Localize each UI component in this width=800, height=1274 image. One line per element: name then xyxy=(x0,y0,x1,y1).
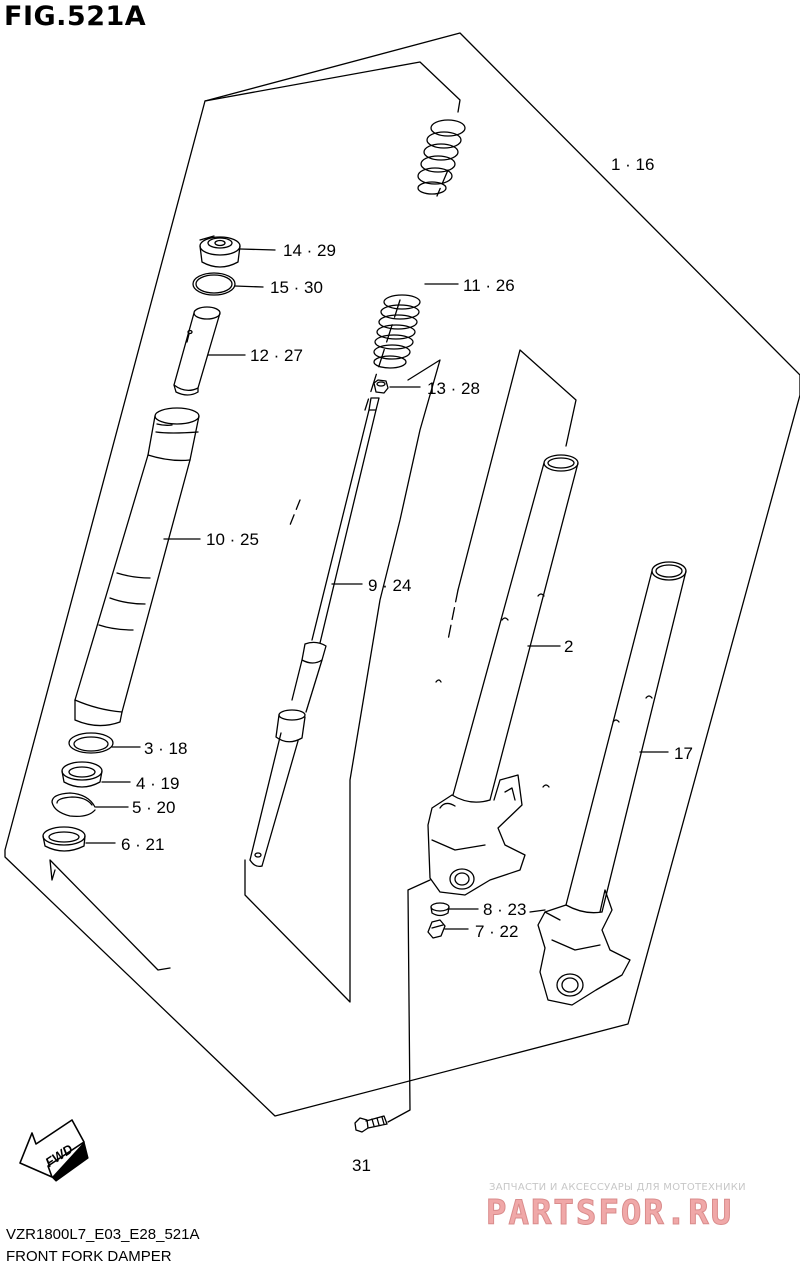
dust-seal xyxy=(42,826,86,852)
oil-seal xyxy=(61,761,103,788)
label-8-23: 8 · 23 xyxy=(483,900,526,919)
label-7-22: 7 · 22 xyxy=(475,922,518,941)
circlip xyxy=(51,792,96,818)
label-14-29: 14 · 29 xyxy=(283,241,336,260)
label-11-26: 11 · 26 xyxy=(463,276,515,295)
label-31: 31 xyxy=(352,1156,371,1175)
panel-dashed-edge-2 xyxy=(364,299,401,411)
label-10-25: 10 · 25 xyxy=(206,530,259,549)
outer-tube-left xyxy=(427,454,579,896)
watermark-tagline: ЗАПЧАСТИ И АКСЕССУАРЫ ДЛЯ МОТОТЕХНИКИ xyxy=(489,1182,746,1193)
label-15-30: 15 · 30 xyxy=(270,278,323,297)
panel-dashed-edge-3 xyxy=(289,499,301,526)
model-code: VZR1800L7_E03_E28_521A xyxy=(6,1226,200,1243)
label-12-27: 12 · 27 xyxy=(250,346,303,365)
o-ring xyxy=(192,272,236,296)
label-1-16: 1 · 16 xyxy=(611,155,654,174)
label-2: 2 xyxy=(564,637,573,656)
tube-panel-dashed xyxy=(447,589,459,641)
figure-description: FRONT FORK DAMPER xyxy=(6,1248,172,1265)
inner-panel-left xyxy=(204,61,461,113)
label-5-20: 5 · 20 xyxy=(132,798,175,817)
label-6-21: 6 · 21 xyxy=(121,835,164,854)
spacer-collar xyxy=(173,306,221,396)
figure-title: FIG.521A xyxy=(4,1,147,32)
label-3-18: 3 · 18 xyxy=(144,739,187,758)
label-4-19: 4 · 19 xyxy=(136,774,179,793)
fork-spring-upper xyxy=(417,119,466,195)
gasket-washer xyxy=(430,902,450,917)
label-13-28: 13 · 28 xyxy=(427,379,480,398)
fork-cap-bolt xyxy=(199,235,241,268)
lock-nut xyxy=(373,379,389,394)
outer-tube-right xyxy=(529,561,687,1006)
inner-panel-bottom-left xyxy=(49,859,171,971)
leader-14-29 xyxy=(239,248,276,251)
stopper-ring xyxy=(68,732,114,754)
leader-15-30 xyxy=(234,285,264,288)
fork-spring-lower xyxy=(373,294,421,369)
inner-tube xyxy=(74,407,200,727)
assembly-boundary xyxy=(4,32,800,1117)
watermark-brand: PARTSFOR.RU xyxy=(485,1193,734,1234)
fwd-arrow-icon: FWD xyxy=(19,1119,89,1182)
inner-panel-right xyxy=(244,359,441,1003)
leader-31 xyxy=(387,879,431,1123)
tube-panel xyxy=(457,349,577,591)
label-9-24: 9 · 24 xyxy=(368,576,411,595)
axle-holder-bolt xyxy=(354,1115,388,1133)
damper-rod xyxy=(249,397,380,868)
label-17: 17 xyxy=(674,744,693,763)
drain-screw xyxy=(427,919,446,939)
